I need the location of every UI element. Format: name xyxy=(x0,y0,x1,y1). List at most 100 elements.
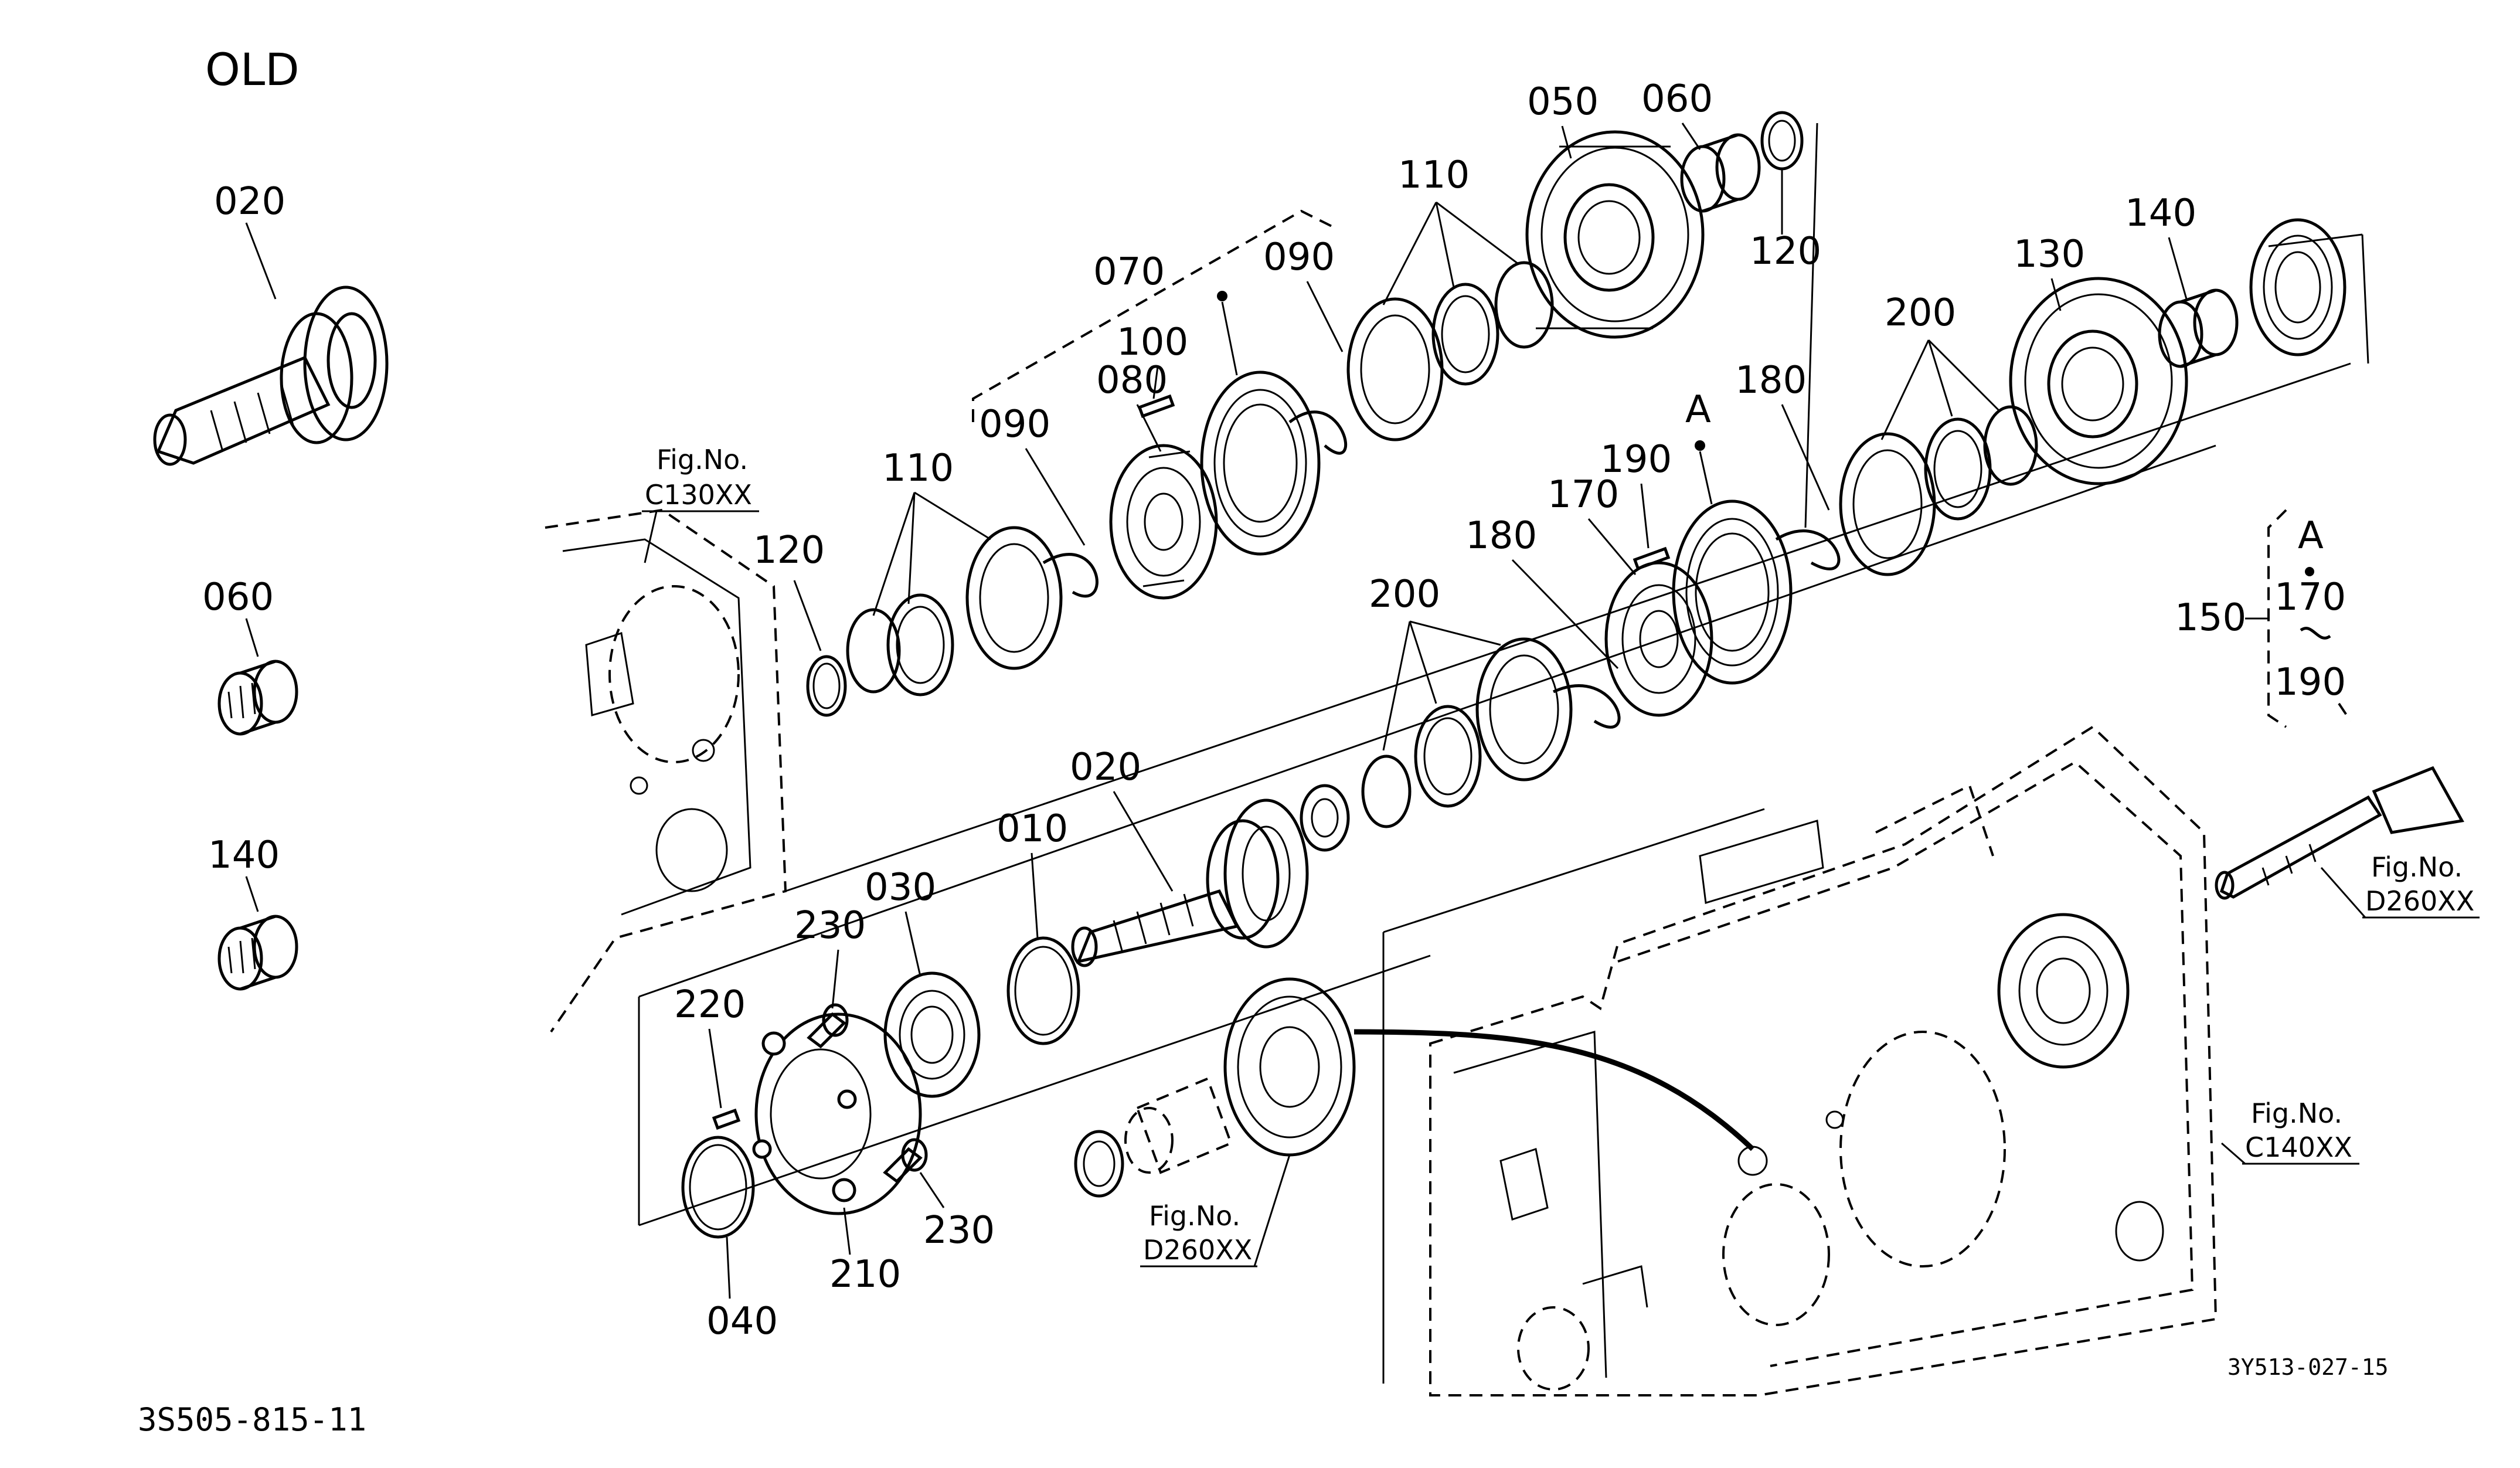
group-070-bracket xyxy=(972,209,1337,422)
label-020-left: 020 xyxy=(214,180,285,223)
label-140-left: 140 xyxy=(208,834,280,877)
part-190-key xyxy=(1633,546,1671,570)
leader-180-upper xyxy=(1781,404,1830,511)
label-190-legend: 190 xyxy=(2274,661,2346,704)
housing-left xyxy=(545,508,787,1033)
fig-d260-right-leader xyxy=(2320,867,2366,918)
leader-180-lower xyxy=(1511,559,1619,670)
part-100-key xyxy=(1137,394,1175,418)
leader-220 xyxy=(708,1028,722,1109)
label-180-upper: 180 xyxy=(1735,359,1807,402)
part-120-snap-ring-upper xyxy=(806,655,847,717)
label-110-right: 110 xyxy=(1398,154,1470,197)
part-140-bushing-upper xyxy=(2158,288,2239,368)
label-200-upper: 200 xyxy=(1885,291,1956,335)
leader-040 xyxy=(726,1236,731,1299)
leader-110-right xyxy=(1382,201,1519,305)
fig-d260-lower-label: Fig.No. xyxy=(1149,1200,1240,1232)
transmission-housing xyxy=(1382,725,2218,1396)
leader-060-left xyxy=(245,618,259,657)
legend-range-tilde xyxy=(2300,627,2331,640)
label-140-upper: 140 xyxy=(2125,192,2196,235)
leader-210 xyxy=(843,1207,851,1255)
label-200-lower: 200 xyxy=(1369,573,1440,616)
leader-130 xyxy=(2050,278,2062,311)
part-090-spring-lower xyxy=(1042,553,1099,598)
marker-dot-upper xyxy=(1217,291,1227,301)
leader-230-lower xyxy=(919,1172,945,1208)
label-130: 130 xyxy=(2014,233,2085,276)
part-110-sync-rings-right xyxy=(1346,261,1554,441)
part-010-snap-ring xyxy=(1006,936,1080,1045)
leader-A xyxy=(1699,451,1713,505)
group-150-legend xyxy=(2245,509,2352,728)
label-070: 070 xyxy=(1093,250,1165,294)
part-050-gear xyxy=(1525,130,1705,339)
part-230-bolt-lower xyxy=(883,1138,928,1184)
fig-d260-right-label: Fig.No. xyxy=(2371,851,2463,883)
label-170-legend: 170 xyxy=(2274,576,2346,619)
label-150: 150 xyxy=(2175,596,2246,640)
leader-dot-upper xyxy=(1221,301,1238,376)
part-170-sync-hub xyxy=(1604,561,1713,717)
part-020-shaft-left xyxy=(153,286,389,466)
marker-dot-A xyxy=(1695,440,1705,451)
label-230-upper: 230 xyxy=(794,904,866,947)
label-090-left: 090 xyxy=(979,403,1050,446)
leader-170 xyxy=(1587,518,1637,575)
lower-assembly-frame xyxy=(638,444,2216,1226)
leader-190 xyxy=(1640,483,1650,549)
leader-110-left xyxy=(872,491,991,616)
label-120-right: 120 xyxy=(1750,230,1821,273)
part-210-bearing-holder xyxy=(752,1012,922,1215)
part-140-bushing-left xyxy=(217,915,298,991)
part-110-sync-rings-left xyxy=(846,526,1063,696)
label-220: 220 xyxy=(674,983,746,1027)
leader-060-upper xyxy=(1681,123,1701,150)
part-230-bolt-upper xyxy=(807,1003,849,1049)
part-bearing-small xyxy=(1300,784,1350,852)
leader-020-lower xyxy=(1113,791,1174,892)
part-120-snap-ring-right xyxy=(1760,111,1804,171)
part-060-bushing-left xyxy=(217,660,298,736)
label-190: 190 xyxy=(1600,438,1672,481)
footer-code-left: 3S505-815-11 xyxy=(138,1401,366,1438)
part-180-spring-lower xyxy=(1552,684,1621,729)
fig-c140-label: Fig.No. xyxy=(2251,1097,2342,1129)
leader-230-upper xyxy=(831,949,839,1009)
leader-090-right xyxy=(1306,281,1344,352)
label-080: 080 xyxy=(1096,359,1168,402)
label-210: 210 xyxy=(829,1253,901,1296)
label-110-left: 110 xyxy=(882,447,954,490)
part-200-sync-rings-upper xyxy=(1839,405,2038,576)
leader-200-lower xyxy=(1382,620,1501,751)
leader-140-upper xyxy=(2168,237,2188,300)
leader-140-left xyxy=(245,876,259,912)
fig-c140-leader xyxy=(2221,1142,2246,1165)
legend-dot xyxy=(2305,567,2314,576)
part-060-bushing-upper xyxy=(1680,133,1761,213)
fig-c130-code: C130XX xyxy=(645,479,752,511)
part-lower-sleeve xyxy=(1074,1077,1233,1198)
part-080-sync-hub xyxy=(1109,444,1218,600)
fig-c130-label: Fig.No. xyxy=(657,444,748,475)
label-060-upper: 060 xyxy=(1641,77,1713,121)
label-020-lower: 020 xyxy=(1070,746,1141,789)
part-180-spring-upper xyxy=(1775,529,1841,570)
leader-020-left xyxy=(245,222,277,300)
part-output-shaft xyxy=(2215,766,2464,900)
part-130-gear xyxy=(2009,277,2188,485)
fig-c140-code: C140XX xyxy=(2245,1131,2352,1163)
shaft-routing-line xyxy=(1353,1029,1755,1151)
leader-010 xyxy=(1031,852,1039,939)
part-090-spring-upper xyxy=(1288,410,1348,455)
part-030-bearing xyxy=(883,971,981,1098)
diagram-title: OLD xyxy=(205,43,300,96)
label-100: 100 xyxy=(1117,321,1188,364)
leader-200-upper xyxy=(1880,339,2000,440)
label-A-upper: A xyxy=(1685,388,1711,431)
part-200-sync-rings-lower xyxy=(1361,637,1573,828)
label-170: 170 xyxy=(1548,473,1619,516)
fig-c130-leader xyxy=(644,511,658,563)
